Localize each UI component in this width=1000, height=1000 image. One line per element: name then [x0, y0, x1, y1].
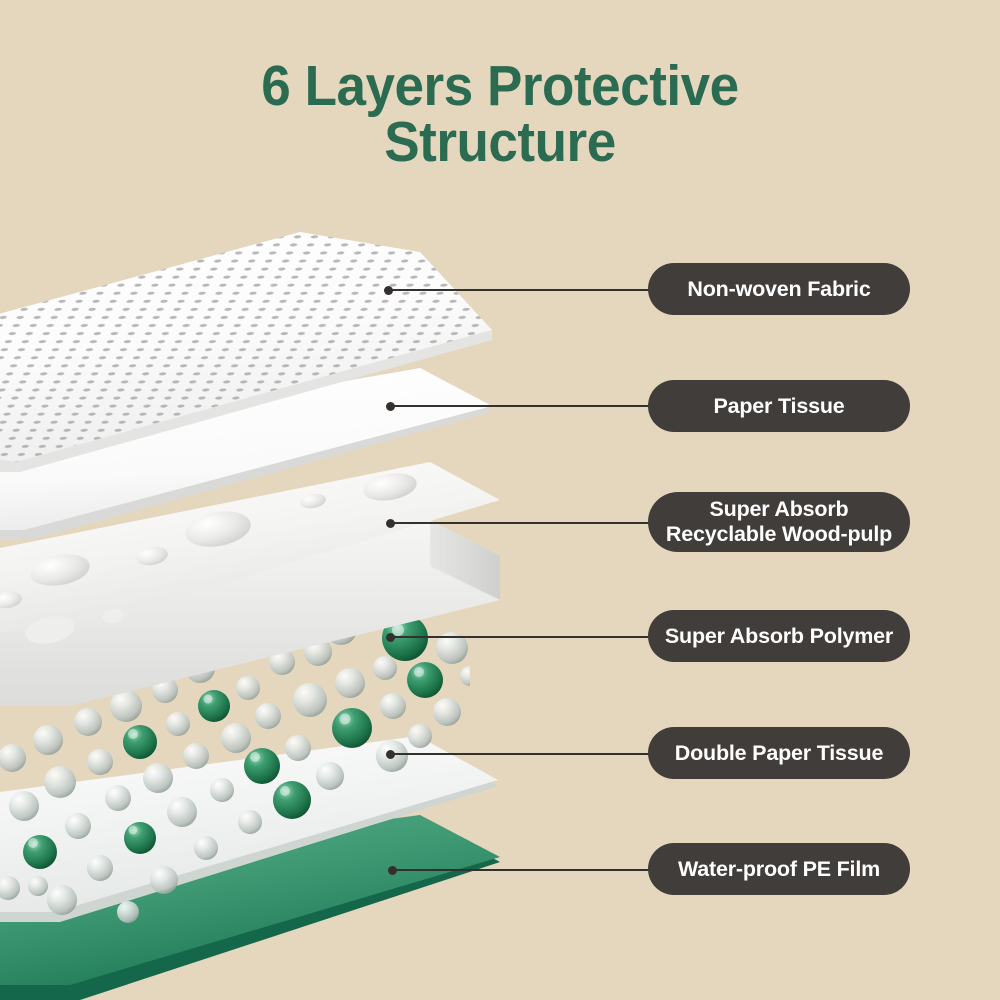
label-text-super-absorb-polymer: Super Absorb Polymer — [664, 623, 894, 648]
leader-line-pe-film — [388, 866, 650, 875]
label-pill-water-proof-pe-film[interactable]: Water-proof PE Film — [648, 843, 910, 895]
layer-shape-paper-tissue — [0, 368, 492, 540]
label-pill-double-paper-tissue[interactable]: Double Paper Tissue — [648, 727, 910, 779]
label-text-double-paper-tissue: Double Paper Tissue — [674, 740, 884, 765]
layer-shape-super-absorb-recyclable-wood-pulp — [0, 462, 500, 706]
label-text-super-absorb-recyclable-wood-pulp: Super Absorb Recyclable Wood-pulp — [665, 497, 893, 546]
label-text-non-woven-fabric: Non-woven Fabric — [687, 276, 871, 301]
label-text-water-proof-pe-film: Water-proof PE Film — [677, 856, 881, 881]
leader-line-non-woven-fabric — [384, 286, 650, 295]
page-title: 6 Layers Protective Structure — [261, 54, 739, 174]
layer-shape-non-woven-fabric — [0, 232, 492, 472]
label-pill-non-woven-fabric[interactable]: Non-woven Fabric — [648, 263, 910, 315]
label-text-paper-tissue: Paper Tissue — [713, 393, 845, 418]
leader-line-double-tissue — [386, 750, 650, 759]
leader-line-polymer — [386, 633, 650, 642]
leader-line-paper-tissue — [386, 402, 650, 411]
label-pill-super-absorb-polymer[interactable]: Super Absorb Polymer — [648, 610, 910, 662]
label-pill-paper-tissue[interactable]: Paper Tissue — [648, 380, 910, 432]
leader-line-wood-pulp — [386, 519, 650, 528]
label-pill-super-absorb-recyclable-wood-pulp[interactable]: Super Absorb Recyclable Wood-pulp — [648, 492, 910, 552]
